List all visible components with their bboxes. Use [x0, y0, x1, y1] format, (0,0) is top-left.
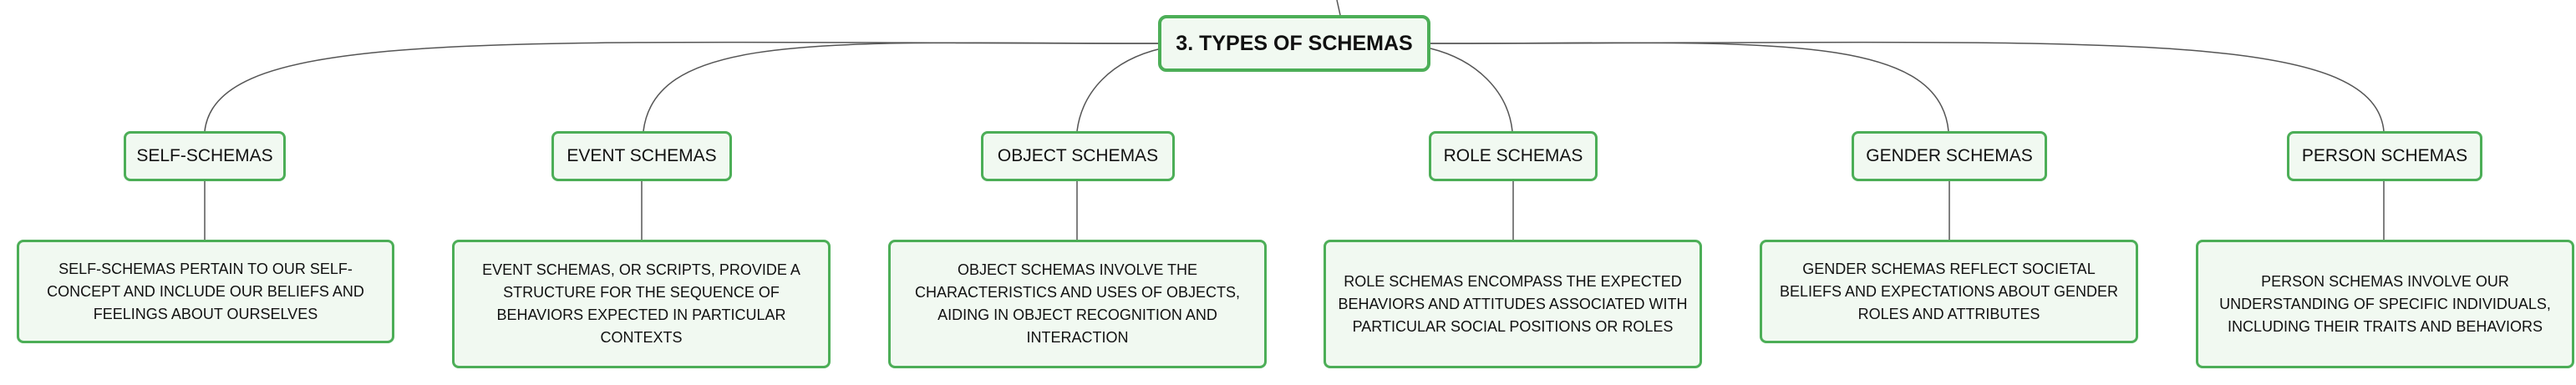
- category-gender-schemas[interactable]: GENDER SCHEMAS: [1852, 131, 2047, 181]
- description-role-schemas[interactable]: ROLE SCHEMAS ENCOMPASS THE EXPECTED BEHA…: [1324, 240, 1702, 368]
- category-person-schemas[interactable]: PERSON SCHEMAS: [2287, 131, 2482, 181]
- description-text: OBJECT SCHEMAS INVOLVE THE CHARACTERISTI…: [914, 261, 1241, 346]
- description-text: EVENT SCHEMAS, OR SCRIPTS, PROVIDE A STR…: [482, 261, 800, 346]
- category-label: ROLE SCHEMAS: [1443, 146, 1583, 165]
- description-person-schemas[interactable]: PERSON SCHEMAS INVOLVE OUR UNDERSTANDING…: [2196, 240, 2574, 368]
- description-text: GENDER SCHEMAS REFLECT SOCIETAL BELIEFS …: [1779, 260, 2119, 322]
- category-label: EVENT SCHEMAS: [567, 146, 717, 165]
- connector-root-self: [204, 41, 1162, 132]
- connector-root-person: [1430, 41, 2385, 132]
- connector-root-object: [1076, 48, 1162, 132]
- category-object-schemas[interactable]: OBJECT SCHEMAS: [981, 131, 1175, 181]
- category-role-schemas[interactable]: ROLE SCHEMAS: [1429, 131, 1598, 181]
- description-text: SELF-SCHEMAS PERTAIN TO OUR SELF-CONCEPT…: [47, 260, 364, 322]
- description-text: ROLE SCHEMAS ENCOMPASS THE EXPECTED BEHA…: [1338, 272, 1688, 335]
- connector-root-parent: [1336, 0, 1341, 16]
- description-self-schemas[interactable]: SELF-SCHEMAS PERTAIN TO OUR SELF-CONCEPT…: [17, 240, 394, 343]
- category-label: OBJECT SCHEMAS: [997, 146, 1159, 165]
- connector-root-role: [1430, 48, 1513, 132]
- connector-root-gender: [1430, 42, 1949, 132]
- description-event-schemas[interactable]: EVENT SCHEMAS, OR SCRIPTS, PROVIDE A STR…: [452, 240, 831, 368]
- connector-root-event: [643, 42, 1162, 132]
- description-gender-schemas[interactable]: GENDER SCHEMAS REFLECT SOCIETAL BELIEFS …: [1760, 240, 2138, 343]
- description-text: PERSON SCHEMAS INVOLVE OUR UNDERSTANDING…: [2219, 272, 2551, 335]
- category-label: GENDER SCHEMAS: [1866, 146, 2033, 165]
- root-label: 3. TYPES OF SCHEMAS: [1176, 31, 1413, 55]
- category-event-schemas[interactable]: EVENT SCHEMAS: [551, 131, 732, 181]
- category-self-schemas[interactable]: SELF-SCHEMAS: [124, 131, 286, 181]
- description-object-schemas[interactable]: OBJECT SCHEMAS INVOLVE THE CHARACTERISTI…: [888, 240, 1267, 368]
- root-node[interactable]: 3. TYPES OF SCHEMAS: [1158, 15, 1430, 72]
- category-label: SELF-SCHEMAS: [136, 146, 273, 165]
- category-label: PERSON SCHEMAS: [2301, 146, 2468, 165]
